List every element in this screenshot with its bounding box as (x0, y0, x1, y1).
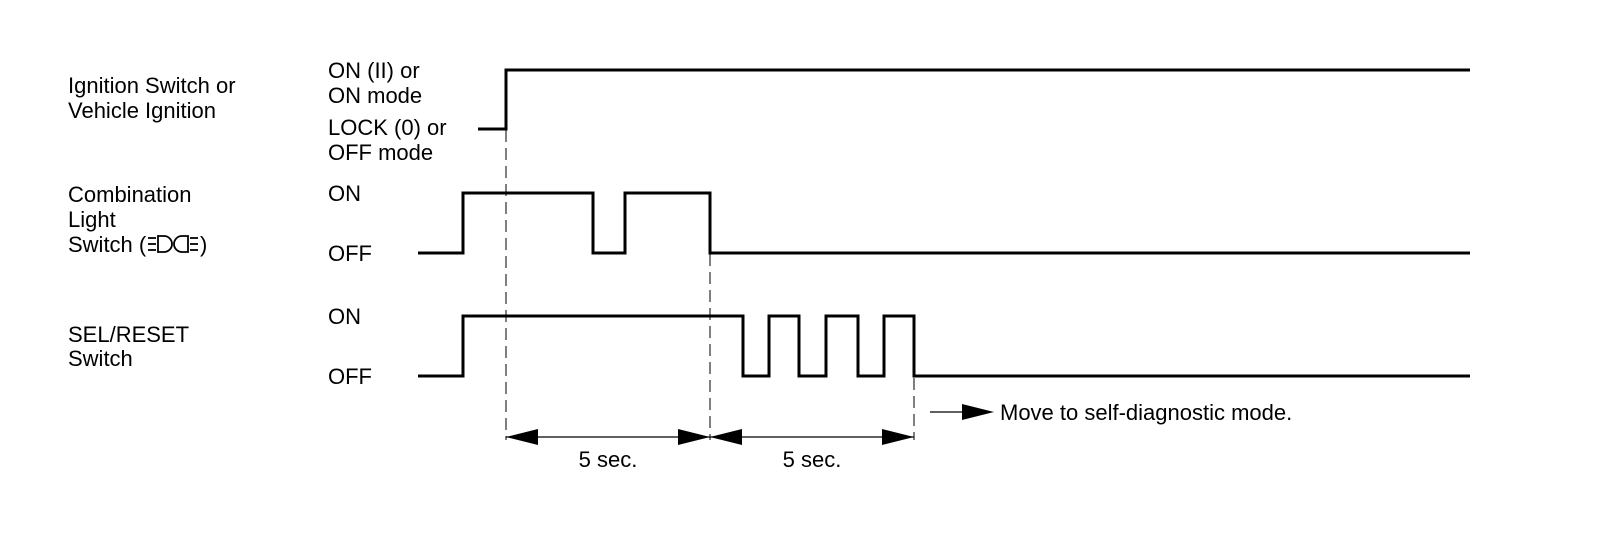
ignition-high-label-line-1: ON (II) or (328, 58, 420, 83)
self-diagnostic-text: Move to self-diagnostic mode. (1000, 400, 1292, 425)
interval-first-label: 5 sec. (579, 447, 638, 472)
combination-state-labels: ON OFF (328, 181, 372, 266)
ignition-name-line-1: Ignition Switch or (68, 73, 236, 98)
sel-reset-state-labels: ON OFF (328, 304, 372, 389)
combination-name-line-2: Light (68, 207, 116, 232)
ignition-state-labels: ON (II) or ON mode LOCK (0) or OFF mode (328, 58, 447, 165)
combination-low-label: OFF (328, 241, 372, 266)
arrow-left-icon (710, 429, 742, 445)
self-diagnostic-annotation: Move to self-diagnostic mode. (930, 400, 1292, 425)
headlamp-high-beam-icon (148, 235, 198, 253)
sel-reset-name-line-1: SEL/RESET (68, 322, 189, 347)
arrow-left-icon (506, 429, 538, 445)
combination-name-line-3: Switch ( (68, 232, 147, 257)
combination-signal-name: Combination Light Switch ( ) (68, 182, 207, 257)
combination-waveform (418, 191, 1470, 255)
sel-reset-waveform (418, 314, 1470, 378)
ignition-waveform (478, 68, 1470, 131)
interval-second: 5 sec. (710, 429, 914, 472)
ignition-name-line-2: Vehicle Ignition (68, 98, 216, 123)
arrow-right-icon (962, 404, 994, 420)
ignition-signal-name: Ignition Switch or Vehicle Ignition (68, 73, 236, 123)
combination-name-suffix: ) (200, 232, 207, 257)
sel-reset-low-label: OFF (328, 364, 372, 389)
arrow-right-icon (882, 429, 914, 445)
interval-second-label: 5 sec. (783, 447, 842, 472)
sel-reset-high-label: ON (328, 304, 361, 329)
ignition-high-label-line-2: ON mode (328, 83, 422, 108)
arrow-right-icon (678, 429, 710, 445)
interval-first: 5 sec. (506, 429, 710, 472)
combination-name-line-1: Combination (68, 182, 192, 207)
ignition-low-label-line-1: LOCK (0) or (328, 115, 447, 140)
ignition-low-label-line-2: OFF mode (328, 140, 433, 165)
sel-reset-signal-name: SEL/RESET Switch (68, 322, 189, 371)
combination-high-label: ON (328, 181, 361, 206)
sel-reset-name-line-2: Switch (68, 346, 133, 371)
